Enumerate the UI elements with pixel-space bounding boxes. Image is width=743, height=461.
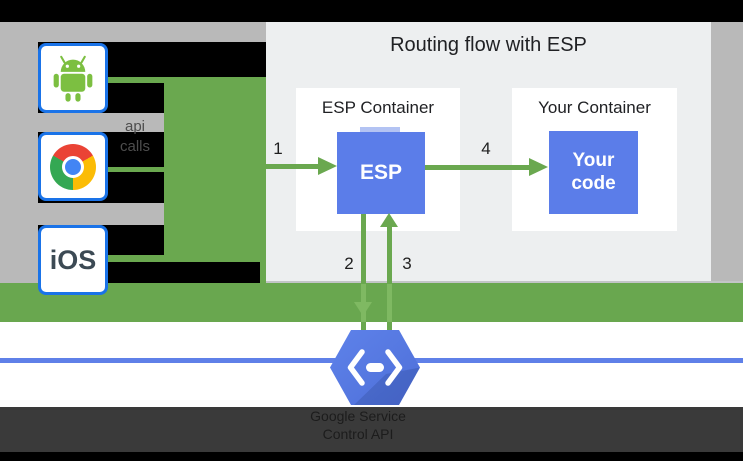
aggregated-requests-connector xyxy=(260,262,266,283)
ios-label: iOS xyxy=(49,244,97,275)
gray-backdrop-gap1 xyxy=(38,113,164,132)
arrow-1-line xyxy=(266,164,319,169)
chrome-client-box xyxy=(38,132,108,201)
your-code-label: Your code xyxy=(571,149,616,194)
arrow-2-head xyxy=(354,302,372,316)
arrow-4-head xyxy=(529,158,548,176)
panel-title: Routing flow with ESP xyxy=(390,34,587,56)
esp-container-label: ESP Container xyxy=(321,98,435,117)
android-icon xyxy=(53,55,93,102)
step-2-label: 2 xyxy=(344,254,354,273)
aggregated-requests-block xyxy=(164,77,266,262)
arrow-1-head xyxy=(318,157,337,175)
arrow-4-line xyxy=(425,165,529,170)
arrow-3-head xyxy=(380,213,398,227)
step-4-label: 4 xyxy=(481,139,491,158)
bottom-dark-overlay xyxy=(0,407,743,452)
ios-request-arrow xyxy=(108,255,166,262)
ios-client-box: iOS xyxy=(38,225,108,295)
arrow-3-line xyxy=(387,226,392,330)
esp-box-top-tab xyxy=(360,127,400,132)
gray-backdrop-gap2 xyxy=(38,203,164,225)
arrow-2-line xyxy=(361,214,366,330)
gray-backdrop-right xyxy=(711,22,743,283)
android-request-arrow xyxy=(108,77,166,83)
google-service-control-label: Google Service Control API xyxy=(310,408,406,442)
chrome-icon xyxy=(50,143,96,190)
your-container-label: Your Container xyxy=(538,98,651,117)
panel-bottom-edge xyxy=(266,281,743,283)
chrome-request-arrow xyxy=(108,167,166,172)
gray-backdrop-top xyxy=(0,22,266,42)
arrow-3-band-segment xyxy=(387,284,392,322)
step-3-label: 3 xyxy=(402,254,412,273)
top-black-band xyxy=(0,0,743,22)
bottom-black-band xyxy=(0,452,743,461)
api-calls-label: api calls xyxy=(119,118,150,156)
your-code-box: Your code xyxy=(549,131,638,214)
esp-box: ESP xyxy=(337,132,425,214)
gray-backdrop-left xyxy=(0,42,38,283)
android-client-box xyxy=(38,43,108,113)
endpoints-hexagon-icon xyxy=(330,330,420,405)
step-1-label: 1 xyxy=(273,139,283,158)
